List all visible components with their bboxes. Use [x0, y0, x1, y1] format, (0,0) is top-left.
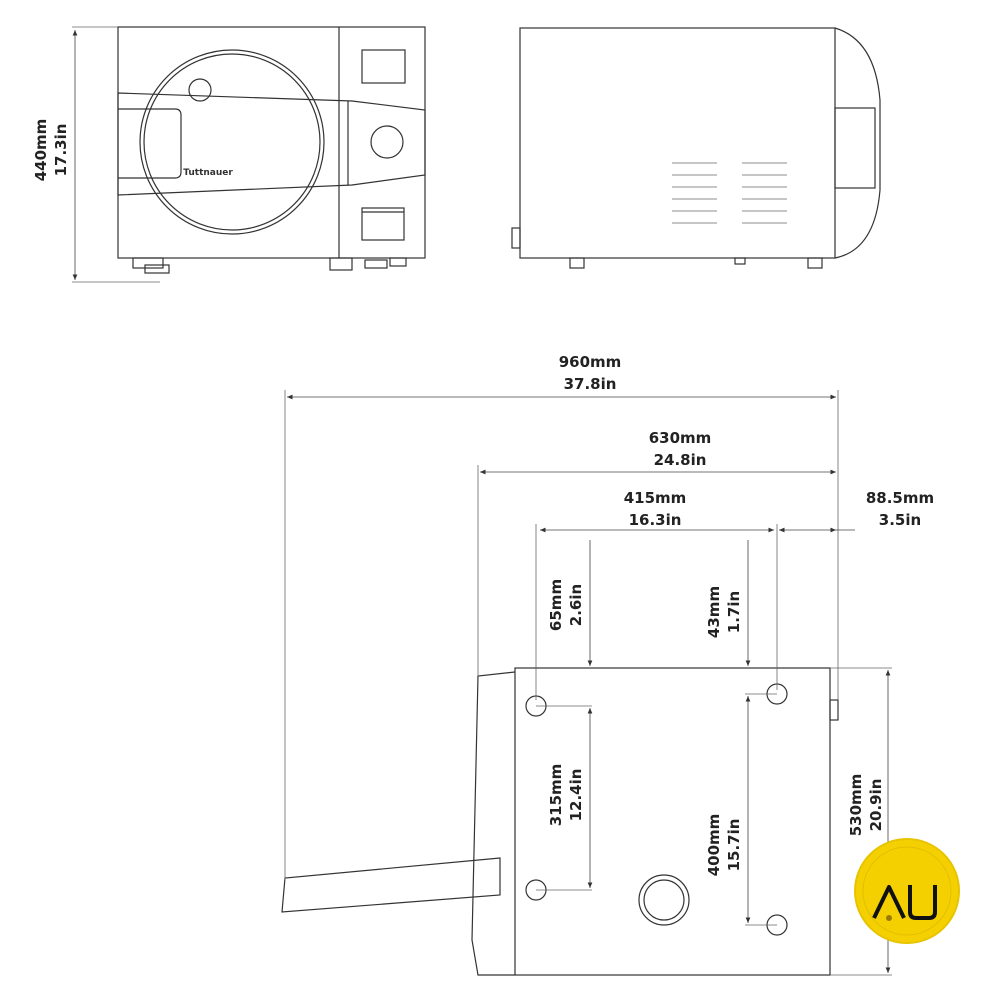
front-foot-spacing-mm-label: 315mm	[547, 764, 565, 827]
front-foot-spacing-dimension: 315mm 12.4in	[536, 708, 593, 891]
front-view: Tuttnauer	[117, 26, 426, 274]
rear-foot-offset-in-label: 1.7in	[725, 591, 743, 633]
body-depth-mm-label: 630mm	[649, 429, 712, 447]
body-depth-dimension: 630mm 24.8in	[477, 429, 836, 676]
rear-foot-spacing-in-label: 15.7in	[725, 819, 743, 872]
height-in-label: 17.3in	[52, 124, 70, 177]
width-mm-label: 530mm	[847, 774, 865, 837]
rear-offset-dimension: 88.5mm 3.5in	[779, 489, 934, 533]
foot-spacing-depth-mm-label: 415mm	[624, 489, 687, 507]
front-foot-offset-dimension: 65mm 2.6in	[536, 540, 593, 707]
width-in-label: 20.9in	[867, 779, 885, 832]
total-length-dimension: 960mm 37.8in	[284, 353, 839, 880]
height-dimension: 440mm 17.3in	[32, 26, 160, 283]
rear-foot-offset-mm-label: 43mm	[705, 586, 723, 638]
rear-foot-offset-dimension: 43mm 1.7in	[705, 540, 777, 695]
brand-text: Tuttnauer	[183, 168, 233, 178]
rear-foot-spacing-dimension: 400mm 15.7in	[705, 696, 777, 926]
total-length-mm-label: 960mm	[559, 353, 622, 371]
body-depth-in-label: 24.8in	[654, 451, 707, 469]
front-foot-spacing-in-label: 12.4in	[567, 769, 585, 822]
rear-offset-mm-label: 88.5mm	[866, 489, 934, 507]
front-foot-offset-mm-label: 65mm	[547, 579, 565, 631]
total-length-in-label: 37.8in	[564, 375, 617, 393]
side-view	[511, 27, 881, 269]
au-logo	[854, 838, 960, 944]
rear-offset-in-label: 3.5in	[879, 511, 921, 529]
rear-foot-spacing-mm-label: 400mm	[705, 814, 723, 877]
foot-spacing-depth-dimension: 415mm 16.3in	[535, 489, 778, 700]
front-foot-offset-in-label: 2.6in	[567, 584, 585, 626]
height-mm-label: 440mm	[32, 119, 50, 182]
foot-spacing-depth-in-label: 16.3in	[629, 511, 682, 529]
